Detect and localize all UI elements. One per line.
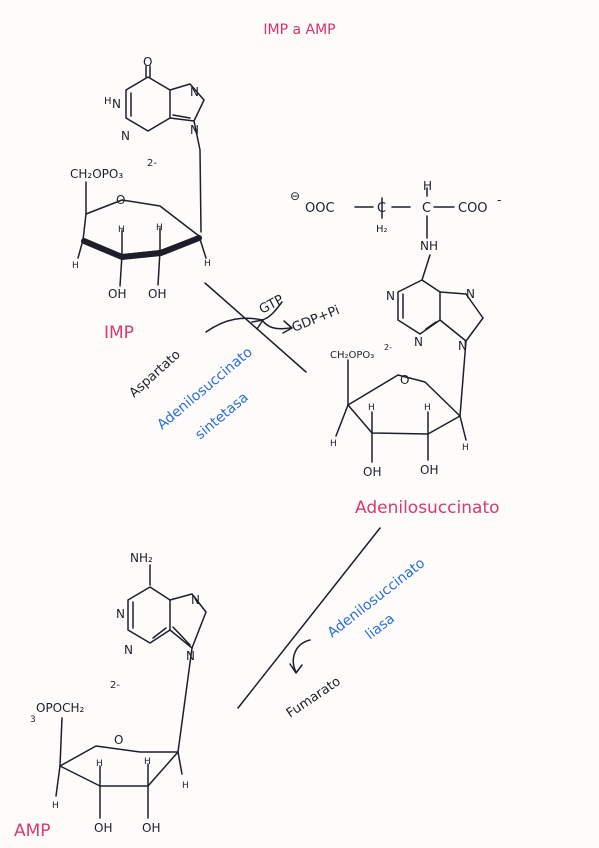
imp-structure: [77, 65, 207, 287]
amp-n7: N: [191, 593, 200, 607]
imp-ring-oxygen: O: [116, 193, 125, 207]
imp-n1-h: H: [104, 96, 112, 107]
asp-coo: COO: [458, 201, 488, 216]
asp-nh: NH: [420, 239, 438, 253]
imp-label: IMP: [104, 323, 134, 343]
asp-h2: H₂: [376, 224, 388, 235]
fumarato-label: Fumarato: [284, 674, 344, 721]
imp-h-c3: H: [118, 225, 125, 235]
amp-label: AMP: [14, 821, 51, 841]
imp-n1: N: [112, 97, 121, 111]
asp-h-top: H: [423, 179, 432, 193]
enzyme-liasa-line2: liasa: [363, 611, 398, 643]
imp-ch2opo3: CH₂OPO₃: [70, 167, 123, 181]
adsucc-charge: 2-: [384, 343, 392, 352]
reaction-arrow-2: [237, 527, 381, 709]
adsucc-h-c3: H: [368, 403, 375, 413]
asp-coo-charge: -: [497, 193, 501, 207]
imp-carbonyl-oxygen: O: [143, 55, 152, 69]
adsucc-h-c4: H: [330, 439, 337, 449]
amp-h-c3: H: [96, 759, 103, 769]
imp-n7: N: [190, 85, 199, 99]
adsucc-oh-3: OH: [363, 465, 381, 479]
reaction-arrow-1: [204, 282, 307, 373]
imp-charge: 2-: [147, 158, 157, 169]
adsucc-n7: N: [466, 287, 475, 301]
page-title: IMP a AMP: [263, 22, 336, 38]
asp-ooc: OOC: [305, 201, 335, 216]
amp-h-c1: H: [182, 781, 189, 791]
amp-h-c2: H: [144, 757, 151, 767]
aspartato-label: Aspartato: [127, 347, 184, 401]
amp-n1: N: [116, 607, 125, 621]
adsucc-n1: N: [386, 289, 395, 303]
amp-n9: N: [186, 649, 195, 663]
imp-n9: N: [190, 123, 199, 137]
amp-oh-2: OH: [142, 821, 160, 835]
amp-ring-oxygen: O: [114, 733, 123, 747]
imp-h-c2: H: [156, 223, 163, 233]
imp-oh-3: OH: [108, 287, 126, 301]
imp-oh-2: OH: [148, 287, 166, 301]
adenilosuccinato-structure: [335, 187, 484, 463]
adsucc-ring-oxygen: O: [400, 373, 409, 387]
amp-opoch2: OPOCH₂: [36, 701, 85, 715]
asp-c-left: C: [377, 201, 386, 216]
adsucc-h-c2: H: [424, 403, 431, 413]
adsucc-n3: N: [414, 335, 423, 349]
adsucc-oh-2: OH: [420, 463, 438, 477]
adsucc-ch2opo3: CH₂OPO₃: [330, 350, 374, 361]
gdp-pi-label: GDP+Pi: [290, 303, 342, 336]
adsucc-n9: N: [458, 339, 467, 353]
amp-nh2: NH₂: [130, 551, 153, 565]
imp-h-c1: H: [204, 259, 211, 269]
amp-h-c4: H: [52, 801, 59, 811]
imp-n3: N: [121, 129, 130, 143]
amp-opo-subscript: 3: [30, 715, 36, 725]
amp-n3: N: [124, 643, 133, 657]
amp-charge: 2-: [110, 680, 120, 691]
imp-h-c4: H: [72, 261, 79, 271]
asp-c-right: C: [422, 201, 431, 216]
adsucc-h-c1: H: [462, 443, 469, 453]
adenilosuccinato-label: Adenilosuccinato: [355, 498, 500, 518]
asp-carboxylate-charge: ⊖: [290, 189, 300, 203]
amp-oh-3: OH: [94, 821, 112, 835]
amp-structure: [55, 564, 207, 819]
